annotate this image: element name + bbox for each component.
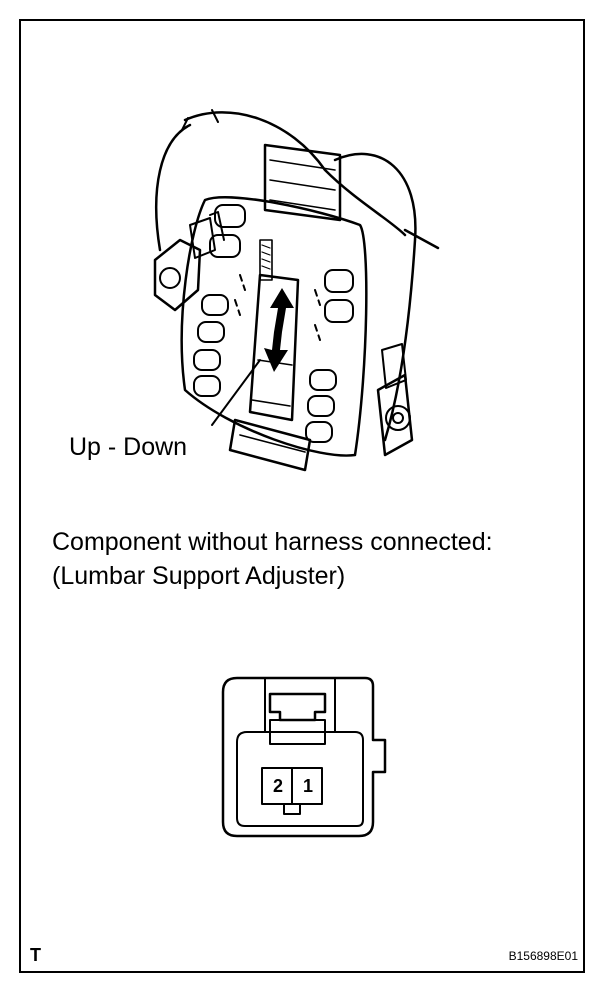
connector-front-view xyxy=(221,676,387,838)
up-down-arrow-icon xyxy=(264,288,294,372)
pin-2-label: 2 xyxy=(273,776,284,796)
lumbar-support-assembly-illustration xyxy=(153,109,440,472)
footer-mark: T xyxy=(30,945,41,965)
left-cable xyxy=(155,123,192,252)
up-down-label: Up - Down xyxy=(69,433,188,461)
connector-cavity xyxy=(236,731,364,827)
caption-line-1: Component without harness connected: xyxy=(52,528,493,556)
figure-frame xyxy=(19,19,585,973)
figure-code: B156898E01 xyxy=(508,949,578,963)
center-slider xyxy=(248,273,300,422)
lock-tab xyxy=(268,692,327,722)
right-cable xyxy=(333,152,417,442)
top-cable xyxy=(183,111,407,237)
left-motor xyxy=(153,238,202,312)
callout-leader xyxy=(211,359,261,426)
bottom-bracket xyxy=(228,418,312,472)
top-rail-housing xyxy=(263,143,342,222)
right-motor xyxy=(376,373,414,457)
lumbar-plate xyxy=(180,196,368,457)
terminal-key xyxy=(283,803,301,815)
pin-1-label: 1 xyxy=(303,776,314,796)
connector-body xyxy=(221,676,387,838)
caption-line-2: (Lumbar Support Adjuster) xyxy=(52,562,346,590)
